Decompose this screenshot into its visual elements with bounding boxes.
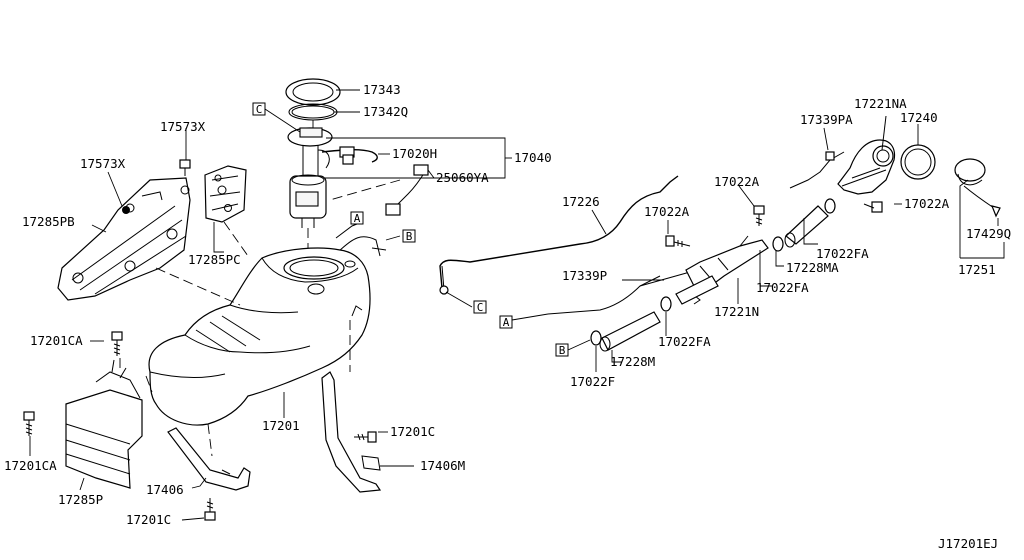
- ref-box-a-tank: A: [350, 211, 364, 225]
- bolt-17022a-b: [665, 235, 691, 247]
- label-17201c-b: 17201C: [390, 424, 435, 439]
- heat-shield-17285pc: [204, 165, 247, 223]
- label-17240: 17240: [900, 110, 938, 125]
- label-17285p: 17285P: [58, 492, 103, 507]
- label-25060ya: 25060YA: [436, 170, 489, 185]
- hose-17221n-lower: [675, 275, 719, 305]
- pump-leader-lines: [325, 89, 512, 179]
- part-labels: 17343 17342Q 17020H 17040 25060YA 17573X…: [4, 82, 1011, 551]
- ref-b-tank: B: [406, 230, 413, 243]
- label-17020h: 17020H: [392, 146, 437, 161]
- ref-box-b-tank: B: [385, 229, 416, 243]
- label-17339p: 17339P: [562, 268, 607, 283]
- ref-box-c-right: C: [445, 291, 487, 314]
- label-17022fa-b: 17022FA: [756, 280, 809, 295]
- label-17342q: 17342Q: [363, 104, 408, 119]
- label-17022f: 17022F: [570, 374, 615, 389]
- fuel-tank: [148, 221, 387, 426]
- label-17285pc: 17285PC: [188, 252, 241, 267]
- label-17022fa-c: 17022FA: [658, 334, 711, 349]
- label-17040: 17040: [514, 150, 552, 165]
- filler-neck-17221na: [837, 115, 896, 195]
- label-17285pb: 17285PB: [22, 214, 75, 229]
- label-17228m: 17228M: [610, 354, 655, 369]
- tank-dashed-lines: [119, 221, 351, 457]
- label-17343: 17343: [363, 82, 401, 97]
- heat-shield-17285pb: [57, 177, 191, 301]
- label-17221n: 17221N: [714, 304, 759, 319]
- label-17022a-a: 17022A: [714, 174, 760, 189]
- tank-strap-17406m: [321, 371, 382, 493]
- label-17201ca-a: 17201CA: [30, 333, 83, 348]
- label-17251: 17251: [958, 262, 996, 277]
- label-17201c-a: 17201C: [126, 512, 171, 527]
- label-17429q: 17429Q: [966, 226, 1011, 241]
- ref-c-right: C: [477, 301, 484, 314]
- label-17221na: 17221NA: [854, 96, 907, 111]
- label-17201: 17201: [262, 418, 300, 433]
- diagram-id: J17201EJ: [938, 536, 998, 551]
- tube-17226: [439, 175, 679, 295]
- hose-17228m: [599, 311, 661, 352]
- label-17022fa-a: 17022FA: [816, 246, 869, 261]
- label-17573x-a: 17573X: [160, 119, 206, 134]
- bolt-17022a-c: [863, 201, 883, 213]
- bolt-17573x-a: [179, 159, 191, 176]
- label-17406: 17406: [146, 482, 184, 497]
- ref-box-c-top: C: [252, 102, 301, 133]
- hose-17228ma: [784, 205, 829, 248]
- label-17573x-b: 17573X: [80, 156, 126, 171]
- label-17228ma: 17228MA: [786, 260, 839, 275]
- bolt-17201c-b: [354, 431, 377, 443]
- label-17022a-b: 17022A: [644, 204, 690, 219]
- tank-strap-17406: [167, 427, 251, 491]
- bolts: [23, 159, 883, 521]
- bolt-17573x-b: [122, 206, 130, 214]
- fuel-cap-assembly: [900, 124, 1001, 218]
- bolt-17022a-a: [753, 205, 765, 226]
- bolt-17201ca-a: [111, 331, 123, 356]
- ref-box-b-right: B: [555, 339, 591, 357]
- leader-lines: [29, 127, 1005, 521]
- ref-box-a-right: A: [499, 313, 549, 329]
- clamps: [590, 198, 836, 346]
- label-17201ca-b: 17201CA: [4, 458, 57, 473]
- ref-a-tank: A: [354, 212, 361, 225]
- bolt-17201c-a: [204, 498, 216, 521]
- bolt-17201ca-b: [23, 411, 35, 436]
- label-17022a-c: 17022A: [904, 196, 950, 211]
- heat-shield-17285p: [65, 359, 143, 489]
- fuel-pump-assembly: [285, 78, 429, 262]
- label-17226: 17226: [562, 194, 600, 209]
- label-17406m: 17406M: [420, 458, 465, 473]
- ref-b-right: B: [559, 344, 566, 357]
- tube-17339pa: [789, 151, 845, 189]
- ref-a-right: A: [503, 316, 510, 329]
- label-17339pa: 17339PA: [800, 112, 853, 127]
- ref-c-top: C: [256, 103, 263, 116]
